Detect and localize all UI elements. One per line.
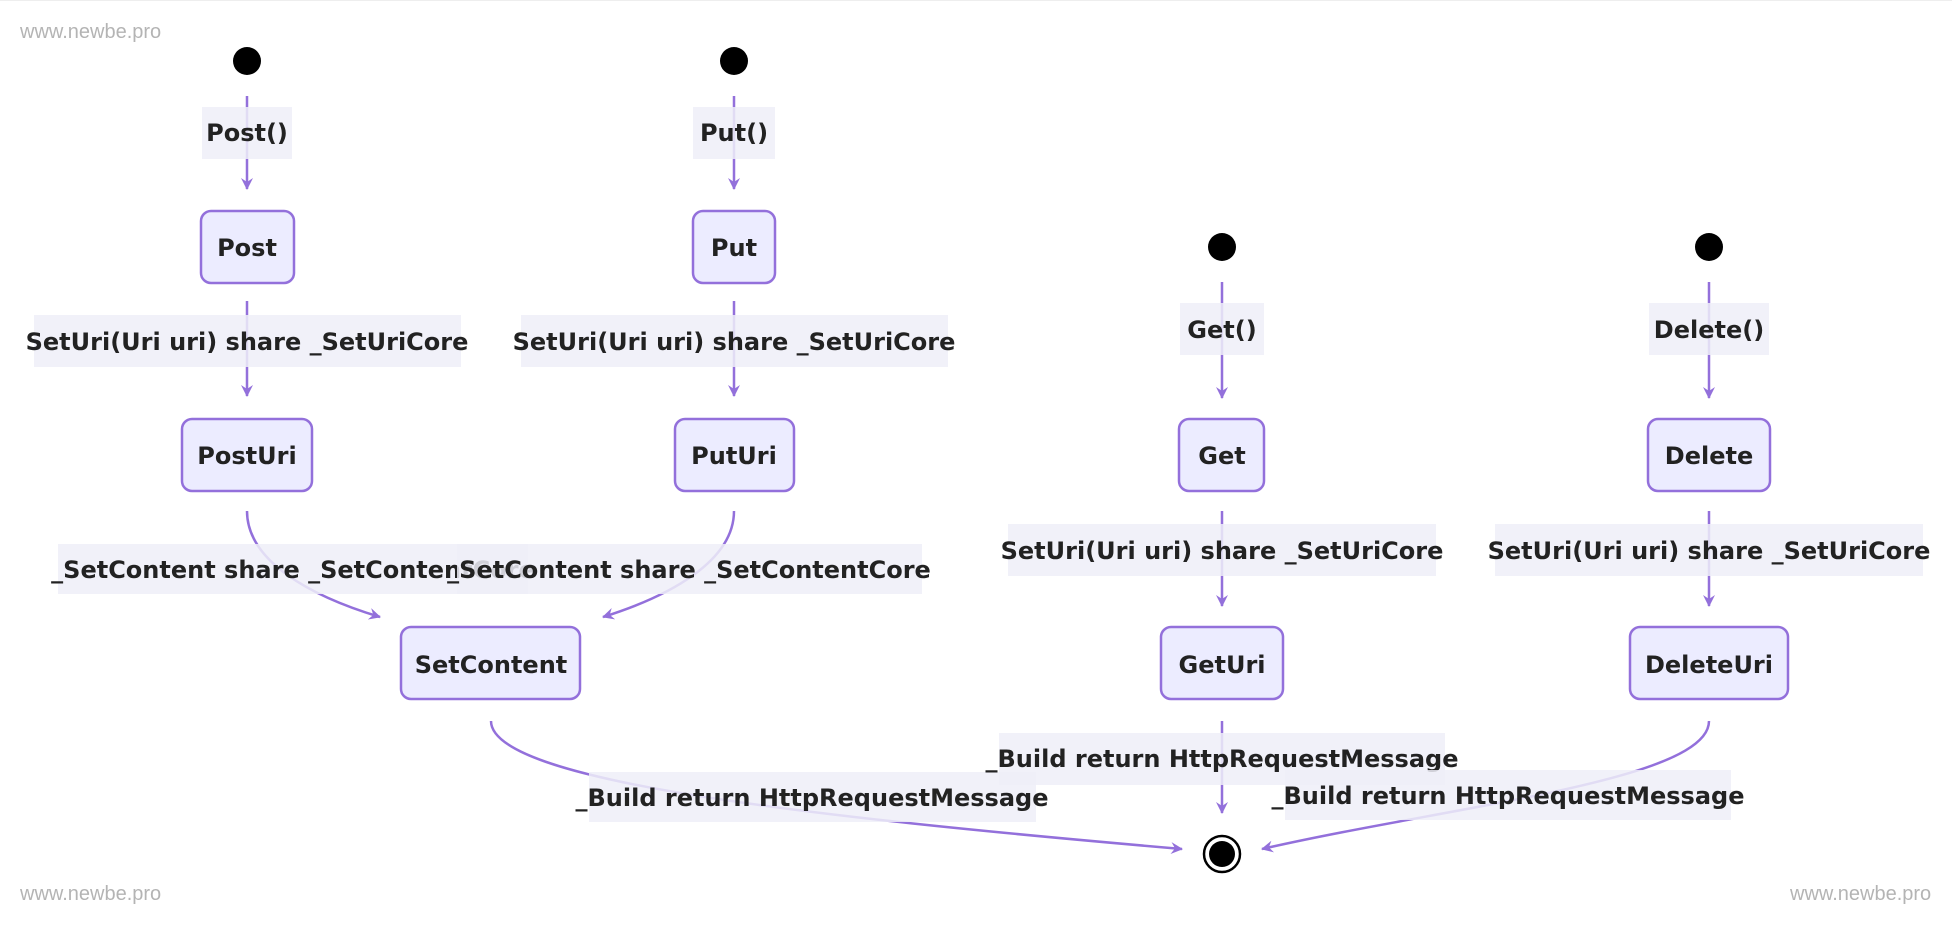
end-state xyxy=(1202,834,1242,874)
state-delete-uri[interactable]: DeleteUri xyxy=(1628,625,1790,701)
edge-label-post-uri-to-set-content: _SetContent share _SetContentCore xyxy=(51,556,535,584)
edge-label-start-put: Put() xyxy=(700,119,768,147)
edge-label-bg-set-content-to-end xyxy=(589,772,1036,822)
edge-label-set-content-to-end: _Build return HttpRequestMessage xyxy=(576,784,1049,812)
state-set-content-box xyxy=(399,625,582,701)
edge-label-delete-to-delete-uri: SetUri(Uri uri) share _SetUriCore xyxy=(1488,537,1931,565)
state-delete[interactable]: Delete xyxy=(1646,417,1772,493)
state-post-uri[interactable]: PostUri xyxy=(180,417,314,493)
edge-labels: Post() SetUri(Uri uri) share _SetUriCore… xyxy=(26,107,1931,822)
state-set-content[interactable]: SetContent xyxy=(399,625,582,701)
state-put-label: Put xyxy=(711,234,757,262)
edge-label-bg-start-post xyxy=(202,107,292,159)
state-put-uri-label: PutUri xyxy=(691,442,777,470)
state-get-uri-label: GetUri xyxy=(1179,651,1266,679)
edge-label-post-to-post-uri: SetUri(Uri uri) share _SetUriCore xyxy=(26,328,469,356)
edge-label-bg-start-get xyxy=(1180,303,1264,355)
state-post-box xyxy=(199,209,296,285)
start-state-put xyxy=(720,47,748,75)
edge-label-get-uri-to-end: _Build return HttpRequestMessage xyxy=(986,745,1459,773)
state-post-uri-label: PostUri xyxy=(197,442,296,470)
watermark-bottom-left: www.newbe.pro xyxy=(20,883,162,905)
edge-label-bg-post-to-post-uri xyxy=(34,315,461,367)
start-state-get xyxy=(1208,233,1236,261)
edge-label-delete-uri-to-end: _Build return HttpRequestMessage xyxy=(1272,782,1745,810)
state-get-box xyxy=(1177,417,1266,493)
state-get-uri-box xyxy=(1159,625,1285,701)
state-get[interactable]: Get xyxy=(1177,417,1266,493)
end-state-dot xyxy=(1209,841,1235,867)
edge-label-bg-get-to-get-uri xyxy=(1008,524,1436,576)
edge-label-put-uri-to-set-content: _SetContent share _SetContentCore xyxy=(447,556,931,584)
edge-label-bg-put-uri-to-set-content xyxy=(457,544,922,594)
state-delete-box xyxy=(1646,417,1772,493)
watermark-bottom-right: www.newbe.pro xyxy=(1790,883,1932,905)
edge-label-start-post: Post() xyxy=(206,119,288,147)
watermark-top-left: www.newbe.pro xyxy=(20,21,162,43)
nodes: Post PostUri Put PutUri SetContent Get xyxy=(180,209,1790,701)
state-put-uri-box xyxy=(673,417,796,493)
state-put[interactable]: Put xyxy=(691,209,777,285)
state-delete-uri-box xyxy=(1628,625,1790,701)
edge-label-bg-delete-uri-to-end xyxy=(1285,770,1731,820)
state-get-uri[interactable]: GetUri xyxy=(1159,625,1285,701)
state-delete-uri-label: DeleteUri xyxy=(1645,651,1773,679)
edge-label-start-delete: Delete() xyxy=(1654,316,1764,344)
state-get-label: Get xyxy=(1198,442,1245,470)
state-post-label: Post xyxy=(217,234,277,262)
edge-label-bg-delete-to-delete-uri xyxy=(1495,524,1923,576)
state-post-uri-box xyxy=(180,417,314,493)
edges xyxy=(241,96,1715,855)
edge-label-put-to-put-uri: SetUri(Uri uri) share _SetUriCore xyxy=(513,328,956,356)
start-states xyxy=(233,47,1723,261)
edge-label-bg-start-delete xyxy=(1649,303,1769,355)
state-post[interactable]: Post xyxy=(199,209,296,285)
state-put-uri[interactable]: PutUri xyxy=(673,417,796,493)
edge-label-start-get: Get() xyxy=(1187,316,1256,344)
state-put-box xyxy=(691,209,777,285)
edge-label-get-to-get-uri: SetUri(Uri uri) share _SetUriCore xyxy=(1001,537,1444,565)
start-state-delete xyxy=(1695,233,1723,261)
state-set-content-label: SetContent xyxy=(415,651,568,679)
edge-label-bg-put-to-put-uri xyxy=(521,315,948,367)
state-delete-label: Delete xyxy=(1665,442,1753,470)
start-state-post xyxy=(233,47,261,75)
edge-label-bg-post-uri-to-set-content xyxy=(58,544,528,594)
edge-label-bg-start-put xyxy=(693,107,775,159)
